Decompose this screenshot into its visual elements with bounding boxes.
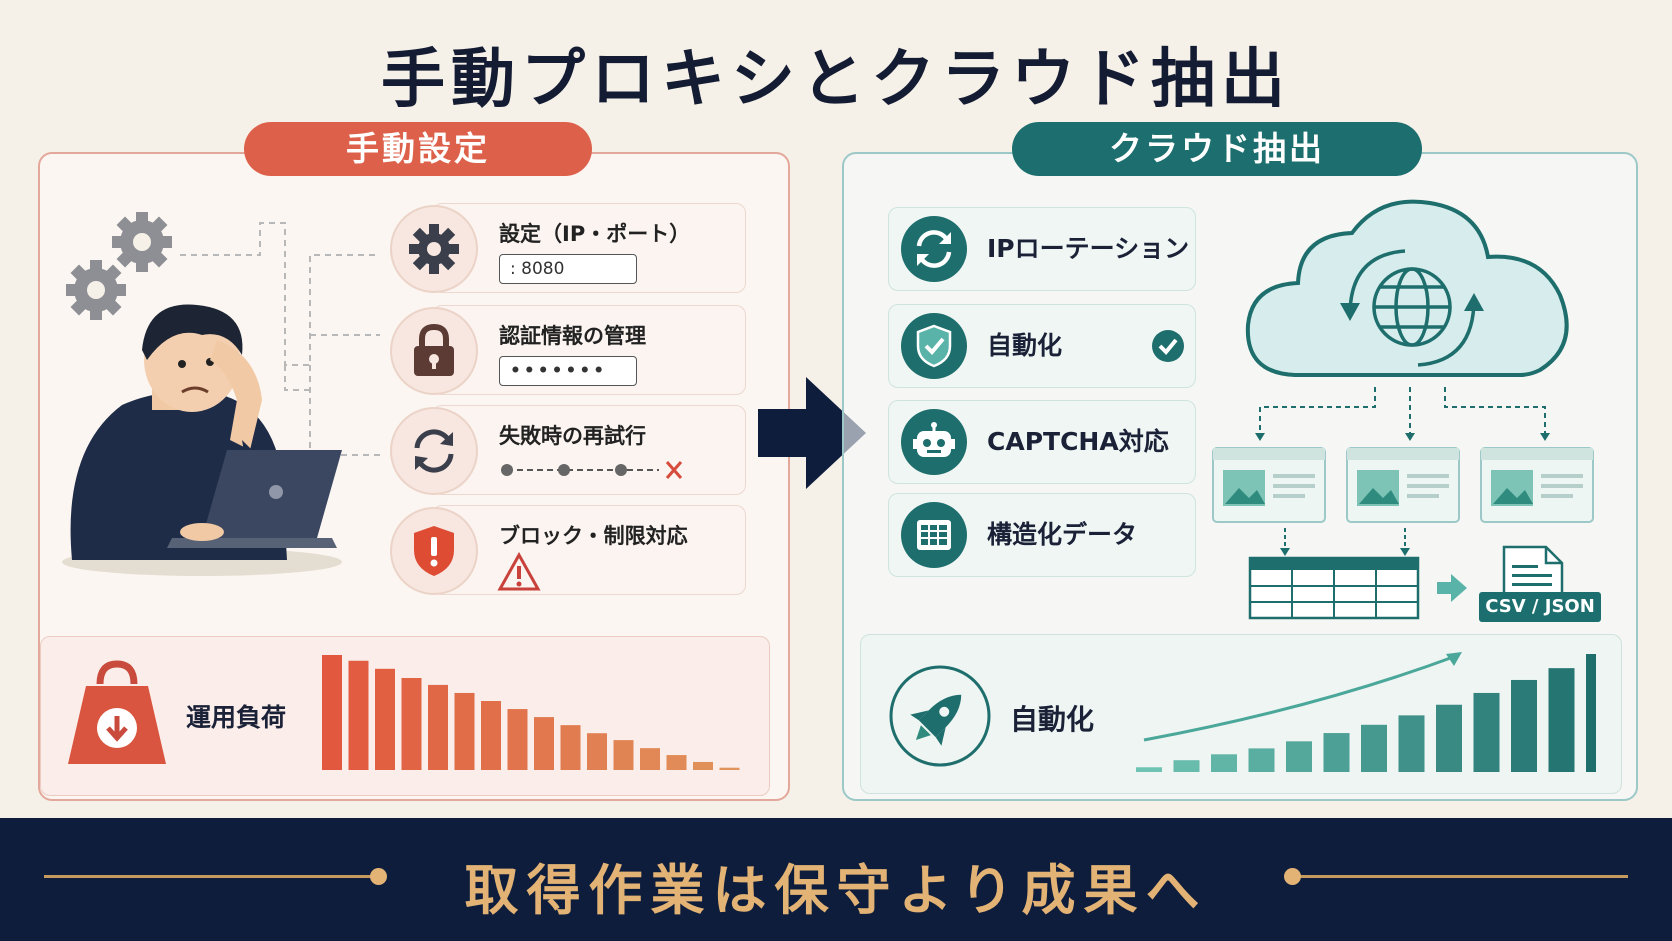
load-bar bbox=[666, 755, 687, 770]
structured-table-icon bbox=[1248, 528, 1467, 620]
manual-item-settings: 設定（IP・ポート） : 8080 bbox=[432, 203, 746, 293]
manual-item-credentials: 認証情報の管理 ••••••• bbox=[432, 305, 746, 395]
load-bar bbox=[507, 709, 528, 770]
check-icon bbox=[1152, 330, 1184, 362]
manual-item-label: 認証情報の管理 bbox=[499, 324, 646, 348]
footer-banner: 取得作業は保守より成果へ bbox=[0, 818, 1672, 941]
shield-check-icon bbox=[901, 313, 967, 379]
shield-alert-icon bbox=[390, 507, 478, 595]
footer-dot-left bbox=[370, 868, 387, 885]
growth-bar bbox=[1398, 715, 1425, 772]
load-bar bbox=[613, 740, 634, 770]
automation-label: 自動化 bbox=[1010, 703, 1095, 736]
footer-line-left bbox=[44, 875, 374, 878]
footer-line-right bbox=[1298, 875, 1628, 878]
retry-progress-icon bbox=[501, 461, 683, 479]
footer-slogan: 取得作業は保守より成果へ bbox=[464, 859, 1208, 922]
cloud-item-ip-rotation: IPローテーション bbox=[888, 207, 1196, 291]
arrow-right-icon bbox=[758, 377, 866, 489]
growth-bar bbox=[1173, 760, 1200, 772]
growth-bar bbox=[1361, 724, 1387, 772]
growth-bar bbox=[1473, 692, 1500, 772]
frustrated-person-illustration bbox=[62, 304, 342, 576]
load-bar bbox=[640, 748, 660, 770]
growth-bar bbox=[1136, 767, 1162, 772]
document-icon bbox=[1502, 545, 1564, 597]
page-title: 手動プロキシとクラウド抽出 bbox=[381, 43, 1291, 117]
load-bar bbox=[534, 717, 554, 770]
manual-item-label: 失敗時の再試行 bbox=[499, 424, 646, 448]
growth-bar bbox=[1548, 668, 1575, 772]
cloud-header: クラウド抽出 bbox=[1012, 122, 1422, 176]
load-bar bbox=[560, 725, 581, 770]
warning-icon bbox=[497, 552, 541, 591]
password-field[interactable]: ••••••• bbox=[499, 356, 637, 386]
growth-bar bbox=[1511, 679, 1537, 772]
load-bar bbox=[428, 684, 448, 770]
load-bar bbox=[454, 692, 475, 770]
port-field[interactable]: : 8080 bbox=[499, 254, 637, 284]
lock-icon bbox=[390, 307, 478, 395]
weight-icon bbox=[68, 660, 166, 764]
load-bar bbox=[322, 655, 342, 770]
footer-dot-right bbox=[1284, 868, 1301, 885]
gear-icon bbox=[390, 205, 478, 293]
cloud-item-label: 構造化データ bbox=[987, 520, 1138, 549]
cloud-item-captcha: CAPTCHA対応 bbox=[888, 400, 1196, 484]
load-bar bbox=[375, 668, 395, 770]
load-bar bbox=[401, 678, 422, 770]
manual-item-retry: 失敗時の再試行 bbox=[432, 405, 746, 495]
cloud-item-label: 自動化 bbox=[987, 331, 1063, 360]
retry-icon bbox=[390, 407, 478, 495]
load-bar bbox=[481, 701, 501, 770]
gears-icon bbox=[66, 212, 172, 320]
manual-header: 手動設定 bbox=[244, 122, 592, 176]
load-bar bbox=[719, 767, 740, 770]
trend-arrow bbox=[1143, 654, 1457, 742]
robot-icon bbox=[901, 409, 967, 475]
growth-bar bbox=[1211, 754, 1237, 772]
load-bar bbox=[693, 761, 713, 770]
growth-bar bbox=[1248, 748, 1275, 772]
web-pages-icon bbox=[1212, 447, 1594, 523]
load-label: 運用負荷 bbox=[186, 703, 287, 732]
load-bar bbox=[348, 660, 369, 770]
growth-bar bbox=[1323, 733, 1350, 772]
cloud-item-structured: 構造化データ bbox=[888, 493, 1196, 577]
output-format-badge: CSV / JSON bbox=[1479, 592, 1601, 622]
growth-bar bbox=[1436, 704, 1462, 772]
manual-item-label: ブロック・制限対応 bbox=[499, 524, 688, 548]
distribution-arrows bbox=[1255, 387, 1550, 441]
load-bar-chart bbox=[322, 655, 740, 770]
growth-bar bbox=[1286, 741, 1312, 772]
cloud-item-label: CAPTCHA対応 bbox=[987, 427, 1169, 456]
cloud-item-label: IPローテーション bbox=[987, 234, 1190, 263]
growth-bar-chart bbox=[1136, 652, 1596, 772]
manual-item-label: 設定（IP・ポート） bbox=[499, 222, 691, 246]
table-icon bbox=[901, 502, 967, 568]
rocket-icon bbox=[889, 665, 991, 767]
trend-arrowhead bbox=[1446, 652, 1462, 666]
growth-bar bbox=[1586, 654, 1596, 772]
manual-item-block: ブロック・制限対応 bbox=[432, 505, 746, 595]
cloud-item-automation: 自動化 bbox=[888, 304, 1196, 388]
cloud-globe-icon bbox=[1245, 199, 1569, 377]
load-bar bbox=[587, 733, 607, 770]
rotation-icon bbox=[901, 216, 967, 282]
